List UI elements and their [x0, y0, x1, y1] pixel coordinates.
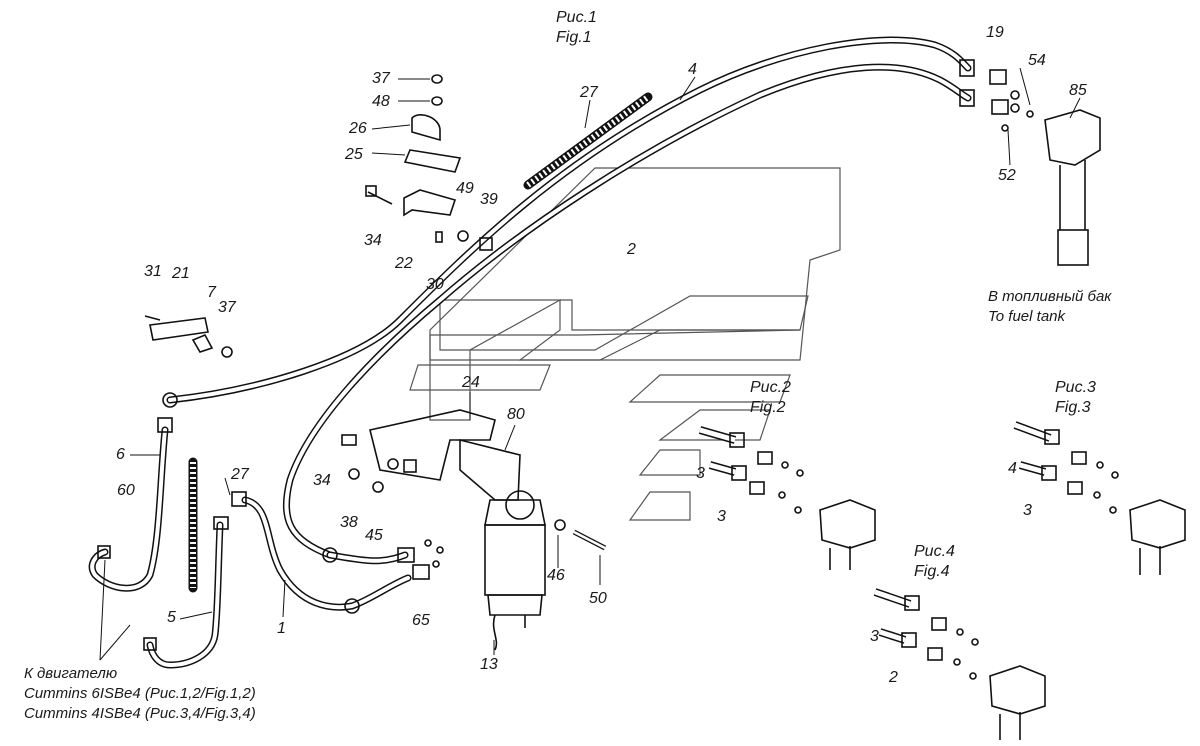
callout-39: 39 [480, 191, 498, 208]
engine-note: К двигателю Cummins 6ISBe4 (Рис.1,2/Fig.… [24, 664, 256, 724]
fig2-group [698, 426, 876, 570]
callout-80: 80 [507, 406, 525, 423]
fig3-group [1013, 421, 1186, 575]
callout-34-mid: 34 [313, 472, 331, 489]
callout-24: 24 [462, 374, 480, 391]
fuel-filter-13 [484, 490, 607, 651]
callout-65: 65 [412, 612, 430, 629]
fig1-caption: Рис.1 Fig.1 [556, 8, 597, 48]
fuel-tank-note: В топливный бак To fuel tank [988, 287, 1111, 327]
fuel-tank-note-ru: В топливный бак [988, 288, 1112, 305]
callout-4: 4 [688, 61, 697, 78]
tube-1 [241, 496, 412, 611]
callout-38: 38 [340, 514, 358, 531]
callout-27-bottom: 27 [231, 466, 249, 483]
callout-37-top: 37 [372, 70, 390, 87]
callout-85: 85 [1069, 82, 1087, 99]
fig2-callout-3b: 3 [717, 508, 726, 525]
fig4-caption-en: Fig.4 [914, 563, 950, 580]
fig3-caption-en: Fig.3 [1055, 399, 1091, 416]
fig4-group [873, 588, 1046, 740]
small-bracket-21 [144, 315, 233, 358]
fig1-caption-en: Fig.1 [556, 29, 592, 46]
callout-52: 52 [998, 167, 1016, 184]
callout-21: 21 [172, 265, 190, 282]
tube-5 [146, 521, 224, 669]
fig2-caption: Рис.2 Fig.2 [750, 378, 791, 418]
callout-22: 22 [395, 255, 413, 272]
callout-25: 25 [345, 146, 363, 163]
filter-bracket [341, 409, 521, 501]
callout-19: 19 [986, 24, 1004, 41]
fig3-callout-3: 3 [1023, 502, 1032, 519]
callout-5: 5 [167, 609, 176, 626]
callout-13: 13 [480, 656, 498, 673]
callout-50: 50 [589, 590, 607, 607]
fig3-caption: Рис.3 Fig.3 [1055, 378, 1096, 418]
engine-note-ru: К двигателю [24, 665, 118, 682]
adapters-65 [397, 539, 444, 580]
leader-lines [99, 67, 1081, 661]
tube-4 [166, 36, 972, 404]
callout-46: 46 [547, 567, 565, 584]
background-frame [409, 167, 841, 521]
callout-54: 54 [1028, 52, 1046, 69]
callout-27-top: 27 [580, 84, 598, 101]
callout-7: 7 [207, 284, 216, 301]
fuel-tank-unit-85 [989, 69, 1101, 266]
fig1-caption-ru: Рис.1 [556, 9, 597, 26]
callout-1: 1 [277, 620, 286, 637]
callout-6: 6 [116, 446, 125, 463]
callout-34-top: 34 [364, 232, 382, 249]
tube-6 [88, 426, 169, 592]
engine-note-4: Cummins 4ISBe4 (Рис.3,4/Fig.3,4) [24, 705, 256, 722]
callout-2: 2 [627, 241, 636, 258]
fig3-caption-ru: Рис.3 [1055, 379, 1096, 396]
fig4-callout-3: 3 [870, 628, 879, 645]
callout-26: 26 [349, 120, 367, 137]
callout-31: 31 [144, 263, 162, 280]
fig4-caption-ru: Рис.4 [914, 543, 955, 560]
fig4-callout-2: 2 [889, 669, 898, 686]
fig4-caption: Рис.4 Fig.4 [914, 542, 955, 582]
corrugated-hose-27a [523, 92, 653, 190]
callout-30: 30 [426, 276, 444, 293]
callout-48: 48 [372, 93, 390, 110]
fig3-callout-4: 4 [1008, 460, 1017, 477]
callout-37-left: 37 [218, 299, 236, 316]
tube-2 [282, 63, 972, 559]
bracket-assembly [365, 74, 493, 251]
fig2-caption-ru: Рис.2 [750, 379, 791, 396]
engine-note-6: Cummins 6ISBe4 (Рис.1,2/Fig.1,2) [24, 685, 256, 702]
callout-60: 60 [117, 482, 135, 499]
callout-49: 49 [456, 180, 474, 197]
fuel-tank-note-en: To fuel tank [988, 308, 1065, 325]
fittings [97, 59, 975, 651]
callout-45: 45 [365, 527, 383, 544]
fig2-caption-en: Fig.2 [750, 399, 786, 416]
fig2-callout-3a: 3 [696, 465, 705, 482]
